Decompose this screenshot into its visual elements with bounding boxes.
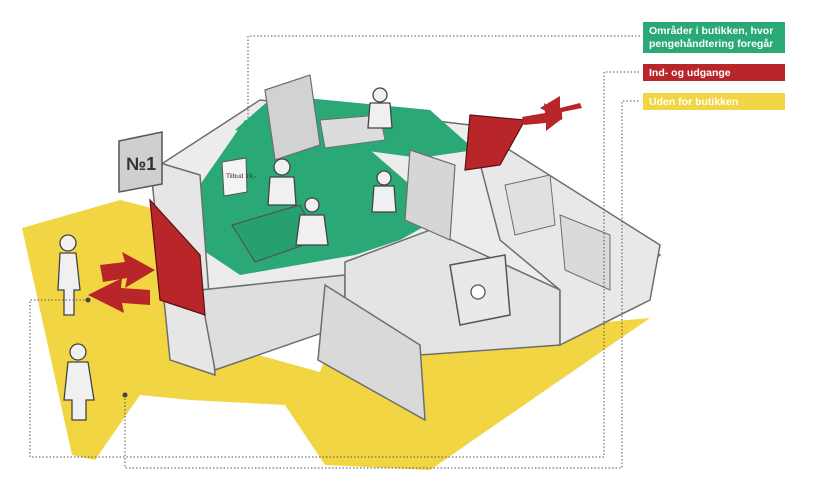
back-door — [464, 114, 526, 171]
customer-figure-1 — [57, 234, 81, 316]
legend-outside-store: Uden for butikken — [643, 93, 785, 110]
store-worker-figure — [371, 170, 397, 213]
shelf-unit — [264, 74, 321, 161]
lower-wall — [317, 283, 426, 422]
cashier-figure — [267, 158, 297, 206]
legend-money-areas-label: Områder i butikken, hvor pengehåndtering… — [649, 25, 774, 50]
safe-dial — [470, 284, 486, 300]
legend-money-areas: Områder i butikken, hvor pengehåndtering… — [643, 22, 785, 53]
leader-green — [247, 35, 640, 118]
back-exit-arrow — [522, 103, 563, 131]
store-sign-board — [118, 131, 163, 193]
back-entrance-arrow — [540, 96, 582, 120]
leader-red — [29, 71, 640, 458]
customer-figure-2 — [63, 343, 95, 421]
storage-boxes — [504, 174, 556, 236]
legend-entrances-exits: Ind- og udgange — [643, 64, 785, 81]
offer-poster — [221, 157, 248, 197]
entrance-arrow — [100, 252, 155, 288]
stock-worker-figure — [367, 87, 393, 129]
leader-lines — [29, 35, 640, 469]
legend-entrances-exits-label: Ind- og udgange — [649, 67, 731, 79]
leader-yellow — [124, 100, 640, 469]
store-sign-text: №1 — [126, 154, 156, 174]
storage-shelves — [559, 214, 611, 291]
leader-dot-red — [85, 297, 91, 303]
front-door — [149, 198, 206, 316]
seated-figure — [295, 197, 329, 246]
partition-wall — [404, 149, 456, 241]
exit-arrow — [88, 278, 150, 313]
leader-dot-yellow — [122, 392, 128, 398]
offer-poster-text: Tilbud 19,- — [226, 173, 256, 180]
outside-area — [22, 200, 650, 470]
legend-outside-store-label: Uden for butikken — [649, 96, 739, 108]
